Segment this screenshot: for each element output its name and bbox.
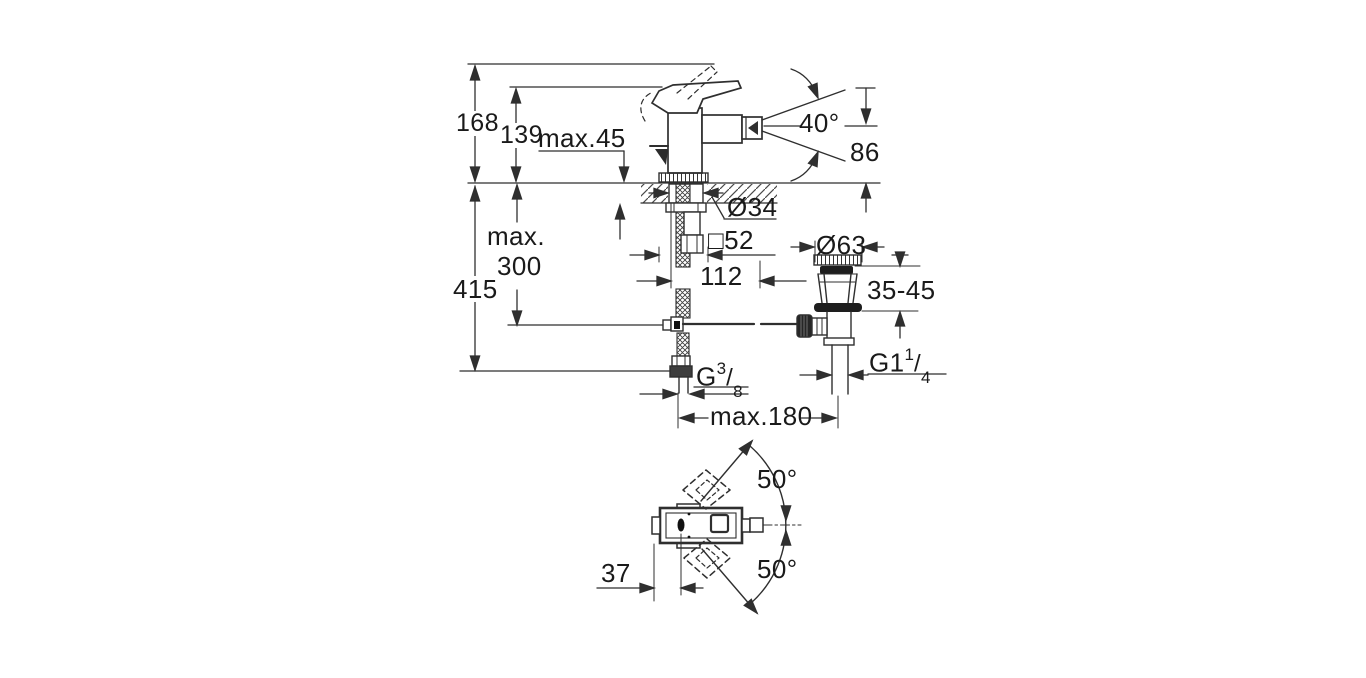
dim-label-drain-thread: G11/4 [869,345,931,387]
handle-swivel-positions [682,469,731,579]
dim-label-handle-height: 139 [498,121,545,149]
valve-knob [796,314,813,338]
dimension-lines-right [790,240,947,381]
spout-outlet-top [709,513,730,534]
front-view-linework [459,63,947,429]
aerator-icon [748,121,758,135]
dim-label-spray-angle: 40° [799,108,840,138]
dim-label-total-height: 168 [454,109,501,137]
valve-tailpipe [831,344,849,395]
drain-valve [796,254,862,395]
dim-label-valve-diameter: Ø63 [816,230,867,260]
dim-label-hole-diameter: Ø34 [727,192,778,222]
spray-angle-40 [761,68,878,182]
pop-up-knob-front [655,149,668,165]
top-view-linework [596,437,802,617]
dim-label-handle-offset: 37 [601,558,631,588]
faucet-top-view [651,503,802,549]
dim-label-swivel-lower: 50° [757,554,798,584]
faucet-front [640,65,763,183]
handle-lever [650,80,743,114]
dim-label-spout-height: 86 [850,137,880,167]
handle-pivot [677,518,685,532]
dim-label-spout-reach: 112 [700,261,743,291]
handle-raised-dashed [640,65,718,122]
dim-label-center-distance: max.180 [710,401,813,431]
dim-label-swivel-upper: 50° [757,464,798,494]
dimension-86 [855,87,876,213]
mounting-shank-and-hose [662,183,799,394]
dimension-lines-middle [629,187,839,429]
pop-up-tee [662,319,672,331]
base-plate [658,172,709,183]
dim-label-supply-thread: G3/8 [696,359,743,401]
dimension-37 [596,533,704,602]
dim-label-hose-total: 415 [451,274,500,304]
dim-label-deck-max: max.45 [538,123,626,153]
dim-label-hose-max-value: 300 [497,251,542,281]
dim-label-valve-deck-range: 35-45 [867,275,936,305]
dim-label-hose-max-word: max. [487,221,545,251]
swivel-angle-dimensions [700,437,792,617]
dim-label-base-square: □52 [708,225,754,255]
